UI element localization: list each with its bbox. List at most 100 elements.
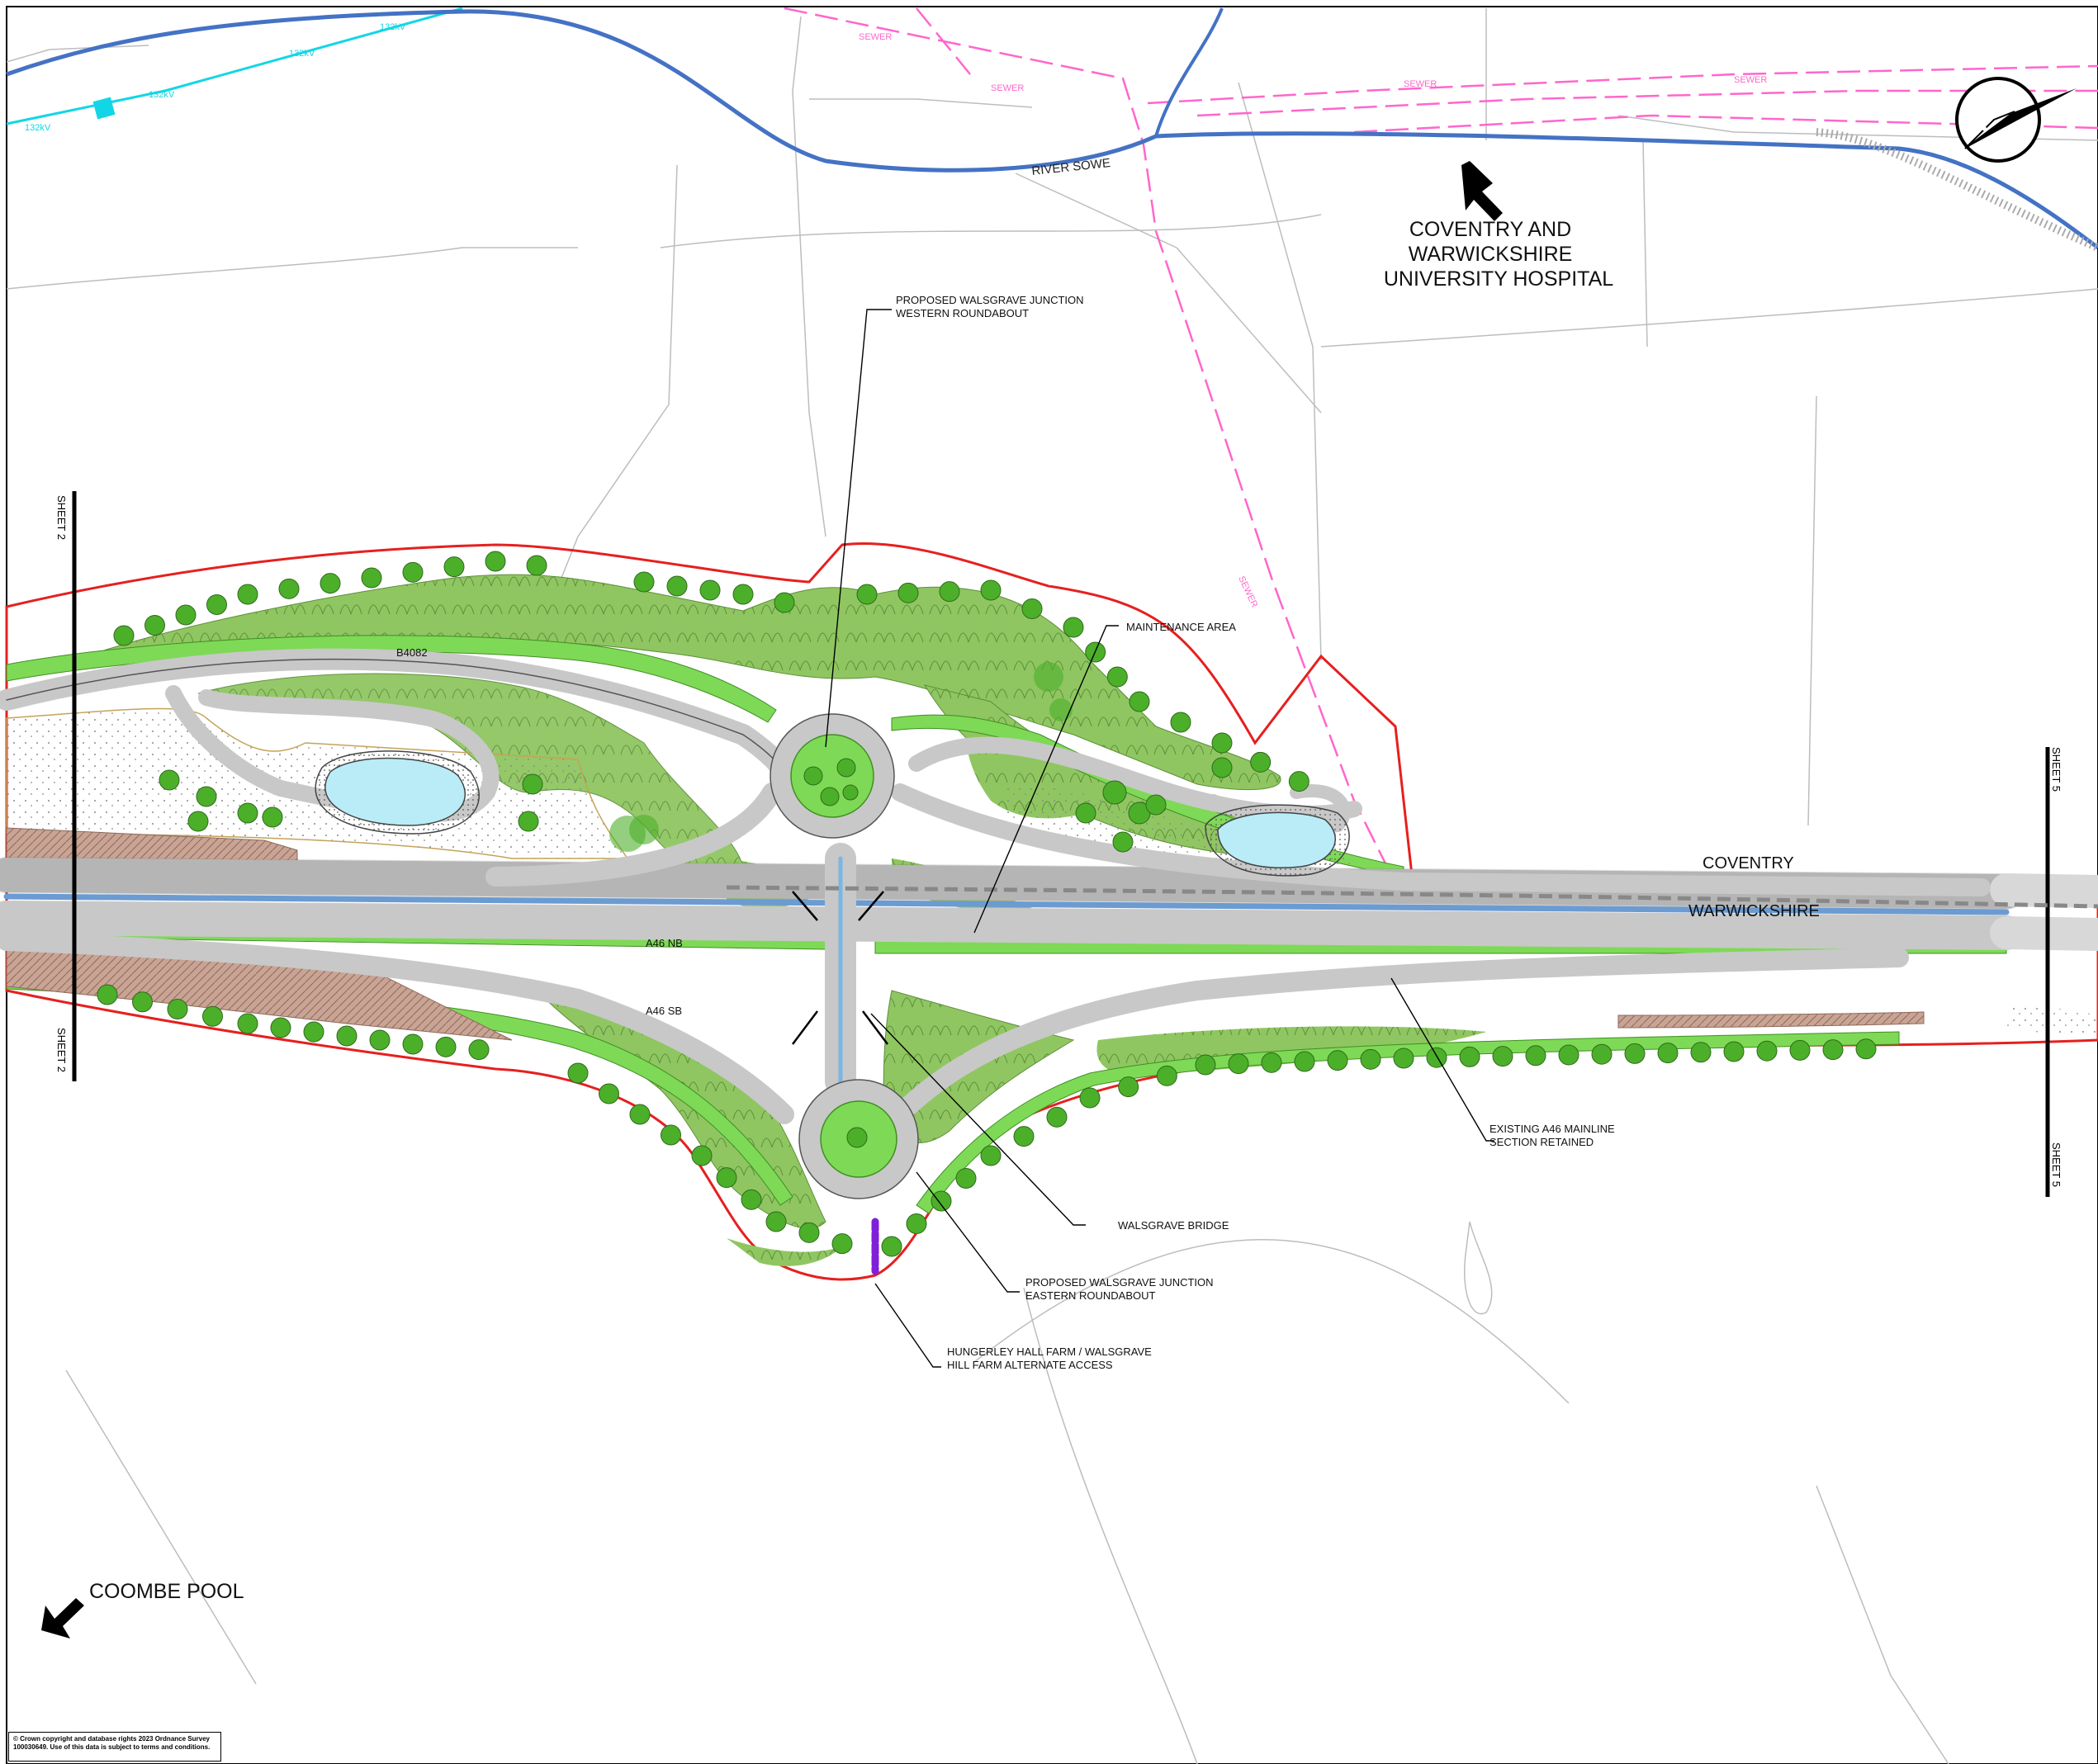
power-line-label: 132kV: [25, 123, 51, 133]
road-network: [0, 648, 2098, 1275]
boundary-tree: [278, 578, 300, 599]
bridge-markers: [792, 891, 888, 1045]
western-roundabout-annotation-line-1: PROPOSED WALSGRAVE JUNCTION: [896, 294, 1084, 306]
sewer-label: SEWER: [1734, 75, 1767, 85]
existing-mainline-annotation-line-2: SECTION RETAINED: [1489, 1136, 1594, 1148]
boundary-tree: [97, 984, 118, 1005]
eastern-roundabout-annotation-line-1: PROPOSED WALSGRAVE JUNCTION: [1025, 1276, 1214, 1289]
boundary-tree: [1624, 1043, 1646, 1064]
boundary-tree: [1591, 1043, 1613, 1065]
a46-sb-label: A46 SB: [646, 1005, 682, 1017]
boundary-tree: [666, 575, 688, 597]
sewer-label: SEWER: [1236, 575, 1259, 609]
copyright-notice: © Crown copyright and database rights 20…: [8, 1732, 221, 1762]
boundary-tree-rows: [97, 551, 1877, 1257]
boundary-tree: [144, 615, 165, 636]
boundary-tree: [1228, 1053, 1249, 1075]
boundary-tree: [881, 1236, 902, 1257]
boundary-tree: [402, 1033, 424, 1055]
boundary-tree: [1195, 1054, 1216, 1076]
sheet-5-label-bottom: SHEET 5: [2050, 1142, 2062, 1187]
boundary-tree: [1822, 1039, 1844, 1061]
boundary-tree: [1013, 1126, 1035, 1147]
boundary-tree: [1525, 1045, 1546, 1066]
boundary-tree: [1211, 732, 1233, 754]
boundary-tree: [435, 1036, 457, 1057]
river-sowe: RIVER SOWE: [6, 7, 2098, 250]
boundary-tree: [485, 551, 506, 572]
walsgrave-bridge-annotation: WALSGRAVE BRIDGE: [1118, 1219, 1229, 1232]
power-line-label: 132kV: [149, 90, 175, 100]
sheet-5-label-top: SHEET 5: [2050, 747, 2062, 792]
boundary-tree: [1021, 598, 1043, 619]
boundary-tree: [132, 991, 153, 1013]
boundary-tree: [1492, 1046, 1513, 1067]
boundary-tree: [691, 1145, 713, 1166]
boundary-tree: [1288, 771, 1309, 792]
boundary-tree: [661, 1124, 681, 1146]
sewer-label: SEWER: [991, 83, 1024, 93]
boundary-tree: [774, 592, 795, 613]
boundary-tree: [1294, 1051, 1315, 1072]
boundary-tree: [303, 1021, 324, 1043]
boundary-tree: [237, 584, 258, 605]
county-boundary: [726, 885, 2098, 909]
b4082-road-label: B4082: [396, 646, 428, 659]
boundary-tree: [336, 1025, 358, 1047]
boundary-tree: [633, 571, 655, 593]
sewer-labels: SEWER SEWER SEWER SEWER SEWER SEWER: [859, 32, 1932, 884]
boundary-tree: [856, 584, 878, 605]
coombe-pool-label-group: COOMBE POOL: [41, 1580, 244, 1639]
annotation-leaders: [825, 309, 1494, 1368]
boundary-tree: [202, 1005, 223, 1027]
sheet-2-label-top: SHEET 2: [55, 495, 68, 540]
boundary-tree: [1129, 691, 1150, 712]
boundary-tree: [897, 582, 919, 603]
boundary-tree: [270, 1017, 291, 1038]
embankments: [6, 827, 1925, 1041]
boundary-tree: [1657, 1043, 1679, 1064]
alternate-access-annotation-line-2: HILL FARM ALTERNATE ACCESS: [947, 1359, 1113, 1371]
boundary-tree: [699, 579, 721, 601]
boundary-tree: [955, 1168, 977, 1189]
boundary-tree: [167, 999, 188, 1019]
hospital-label-line-3: UNIVERSITY HOSPITAL: [1384, 267, 1613, 291]
a46-nb-label: A46 NB: [646, 937, 683, 949]
hospital-label-line-2: WARWICKSHIRE: [1409, 243, 1573, 266]
boundary-tree: [831, 1233, 853, 1255]
boundary-tree: [1459, 1046, 1480, 1067]
hospital-label-group: COVENTRY AND WARWICKSHIRE UNIVERSITY HOS…: [1384, 161, 1613, 291]
boundary-tree: [1789, 1039, 1811, 1061]
boundary-tree: [1360, 1048, 1381, 1070]
boundary-tree: [1558, 1044, 1579, 1066]
boundary-tree: [1106, 666, 1128, 688]
boundary-tree: [741, 1189, 762, 1210]
existing-mainline-annotation-line-1: EXISTING A46 MAINLINE: [1489, 1123, 1615, 1135]
boundary-tree: [1723, 1041, 1745, 1062]
boundary-tree: [1393, 1048, 1414, 1069]
boundary-tree: [175, 604, 197, 626]
boundary-tree: [765, 1211, 787, 1232]
boundary-tree: [526, 555, 547, 576]
power-line-label: 132kV: [380, 22, 406, 32]
field-boundaries: [6, 8, 2098, 1764]
boundary-tree: [1118, 1076, 1139, 1098]
boundary-tree: [361, 567, 382, 589]
boundary-tree: [599, 1083, 619, 1104]
boundary-tree: [402, 561, 424, 583]
boundary-tree: [443, 556, 465, 578]
boundary-tree: [980, 1145, 1002, 1166]
darker-planting-blobs: [609, 662, 1073, 852]
coventry-label: COVENTRY: [1703, 854, 1794, 873]
boundary-tree: [939, 581, 960, 603]
boundary-tree: [237, 1013, 258, 1034]
boundary-tree: [1250, 751, 1272, 773]
boundary-tree: [906, 1213, 927, 1234]
sewer-label: SEWER: [1404, 79, 1437, 89]
tree-clusters: [159, 757, 1233, 853]
hospital-direction-arrow-icon: [1461, 161, 1503, 221]
coombe-pool-arrow-icon: [41, 1598, 84, 1639]
boundary-tree: [1327, 1050, 1348, 1071]
coombe-pool-label: COOMBE POOL: [89, 1580, 244, 1603]
power-line-132kv: 132kV 132kV 132kV 132kV: [6, 7, 463, 133]
